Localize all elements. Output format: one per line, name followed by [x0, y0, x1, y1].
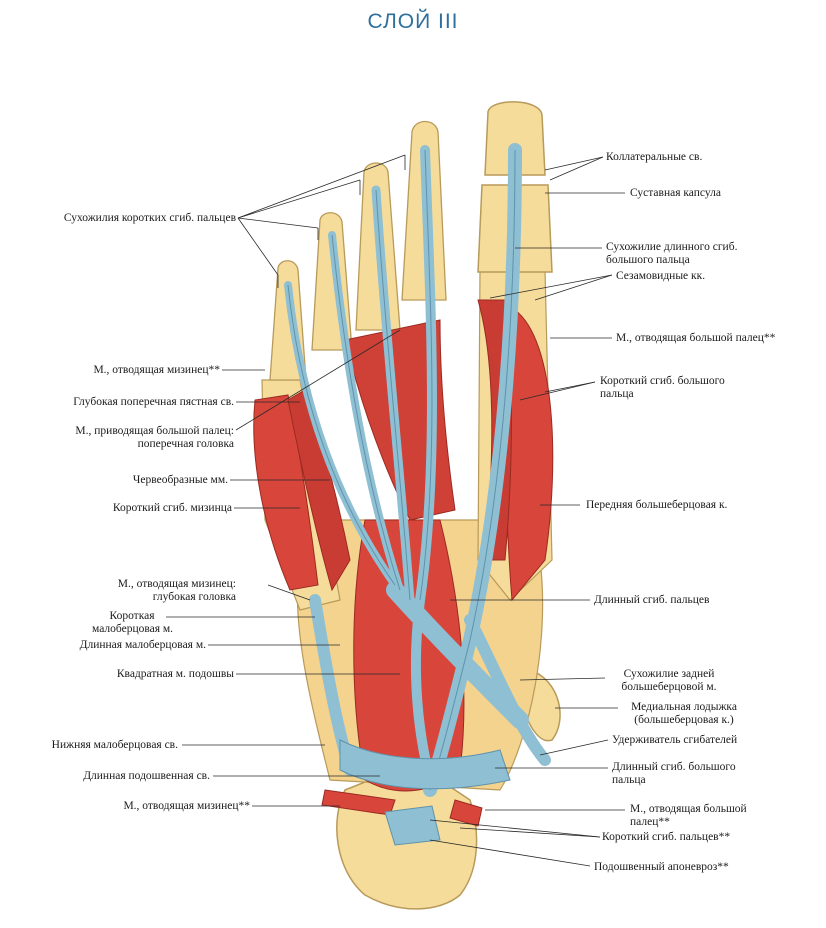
- label-abductor-hallucis: М., отводящая большой палец**: [616, 332, 776, 344]
- label-abductor-digiti-minimi-deep: М., отводящая мизинец:глубокая головка: [117, 578, 236, 603]
- label-quadratus-plantae: Квадратная м. подошвы: [116, 668, 234, 680]
- label-adductor-hallucis: М., приводящая большой палец:поперечная …: [75, 425, 234, 450]
- label-collateral-lig: Коллатеральные св.: [606, 151, 703, 163]
- label-sesamoid-bones: Сезамовидные кк.: [616, 270, 706, 282]
- label-joint-capsule: Суставная капсула: [630, 187, 721, 199]
- label-lumbricals: Червеобразные мм.: [132, 474, 228, 486]
- label-tibialis-anterior: Передняя большеберцовая к.: [586, 499, 728, 511]
- long-plantar-ligament: [339, 739, 511, 790]
- label-flexor-retinaculum: Удерживатель сгибателей: [612, 734, 738, 746]
- label-flexor-hallucis-longus-tendon: Сухожилие длинного сгиб.большого пальца: [606, 241, 738, 266]
- plantar-aponeurosis-shape: [384, 805, 441, 846]
- hallux-distal: [484, 101, 546, 176]
- label-medial-malleolus: Медиальная лодыжка(большеберцовая к.): [631, 701, 737, 726]
- label-deep-transverse-metatarsal-lig: Глубокая поперечная пястная св.: [73, 396, 234, 408]
- label-plantar-aponeurosis: Подошвенный апоневроз**: [594, 861, 729, 873]
- label-inferior-peroneal-retinaculum: Нижняя малоберцовая св.: [51, 739, 178, 751]
- label-flexor-digitorum-longus: Длинный сгиб. пальцев: [594, 594, 710, 606]
- label-abductor-digiti-minimi-heel: М., отводящая мизинец**: [123, 800, 250, 812]
- label-flexor-digitorum-brevis: Короткий сгиб. пальцев**: [602, 831, 731, 843]
- tendon-tibialis-posterior: [464, 614, 551, 766]
- label-long-plantar-lig: Длинная подошвенная св.: [83, 770, 210, 782]
- figure-title: СЛОЙ III: [367, 10, 459, 33]
- label-peroneus-longus: Длинная малоберцовая м.: [79, 639, 206, 651]
- label-flexor-digiti-minimi-brevis: Короткий сгиб. мизинца: [112, 502, 232, 514]
- label-short-flexor-tendons: Сухожилия коротких сгиб. пальцев: [63, 212, 236, 224]
- abductor-hallucis-heel: [449, 799, 483, 827]
- label-abductor-digiti-minimi: М., отводящая мизинец**: [93, 364, 220, 376]
- quadratus-plantae-muscle: [353, 519, 465, 792]
